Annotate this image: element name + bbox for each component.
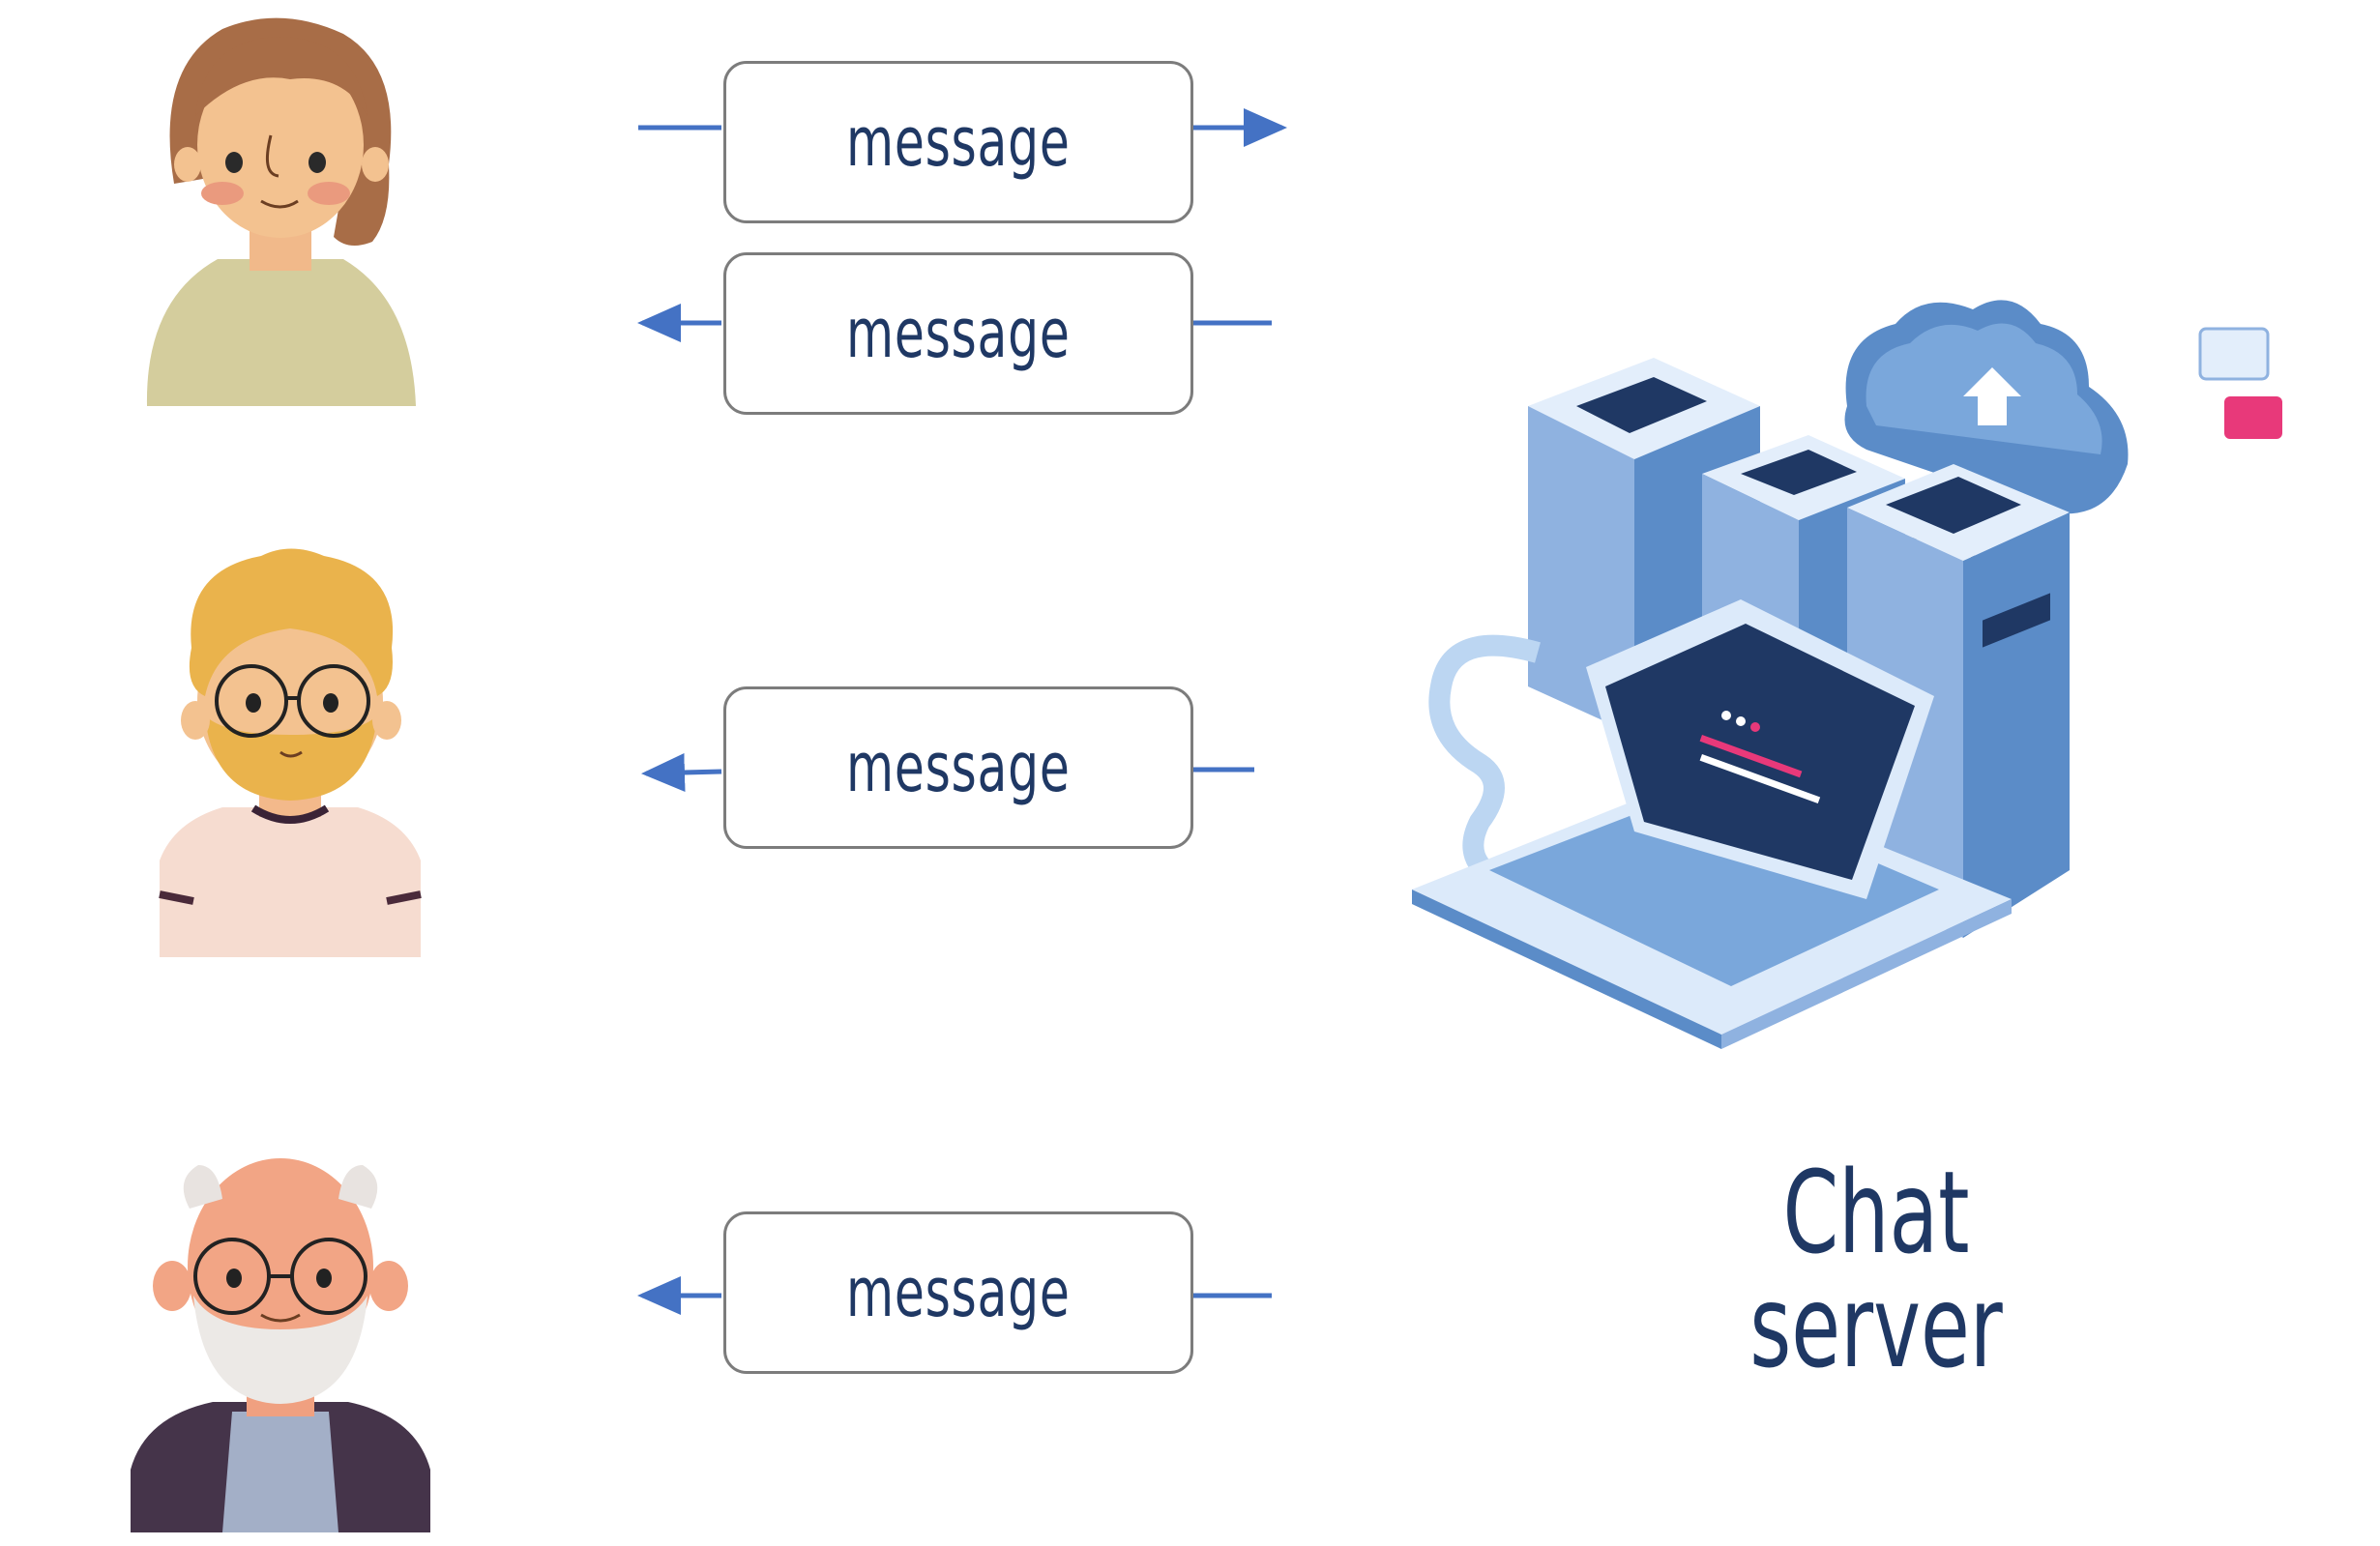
- message-label: message: [846, 728, 1071, 807]
- message-label: message: [846, 294, 1071, 373]
- server-laptop-cloud-icon: [1412, 300, 2282, 1049]
- message-label: message: [846, 102, 1071, 182]
- chat-server-label: Chat server: [1749, 1146, 2003, 1393]
- woman-avatar-icon: [146, 17, 416, 406]
- message-box: message: [723, 686, 1193, 849]
- message-box: message: [723, 61, 1193, 223]
- curly-haired-man-avatar-icon: [159, 548, 422, 957]
- old-man-avatar-icon: [131, 1158, 430, 1532]
- message-label: message: [846, 1253, 1071, 1332]
- message-box: message: [723, 1211, 1193, 1374]
- arrow-row-3: [641, 752, 1254, 792]
- message-box: message: [723, 252, 1193, 415]
